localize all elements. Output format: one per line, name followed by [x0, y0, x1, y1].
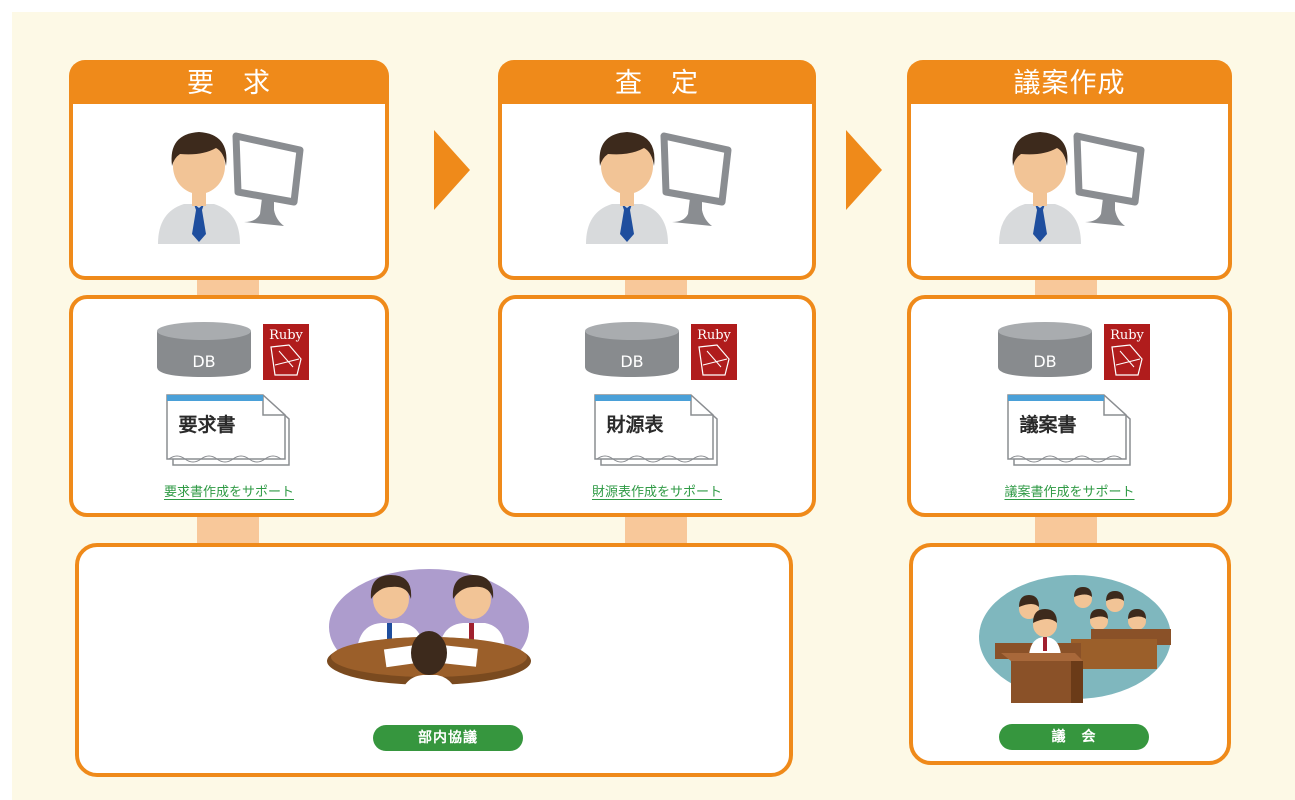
- tool-content: DB Ruby 財源表: [557, 319, 757, 489]
- meeting-icon: [319, 565, 539, 705]
- support-link[interactable]: 要求書作成をサポート: [163, 485, 294, 500]
- tool-content: DB Ruby 要求書: [129, 319, 329, 489]
- connector: [625, 514, 687, 548]
- support-tool-box: DB Ruby 要求書 要: [69, 295, 389, 517]
- ruby-logo-icon: Ruby: [691, 324, 737, 380]
- assembly-icon: [971, 569, 1181, 709]
- step-title: 査 定: [498, 60, 816, 107]
- person-at-computer-icon: [985, 126, 1155, 244]
- step-body: [498, 104, 816, 280]
- step-title: 要 求: [69, 60, 389, 107]
- database-icon: DB: [585, 322, 679, 377]
- db-label: DB: [620, 352, 643, 371]
- database-icon: DB: [997, 322, 1092, 377]
- step-arrow-icon: [434, 130, 470, 210]
- document-label: 要求書: [178, 413, 235, 436]
- document-label: 財源表: [606, 413, 664, 436]
- tool-content: DB Ruby 議案書: [970, 319, 1170, 489]
- document-label: 議案書: [1019, 413, 1076, 436]
- document-icon: 要求書: [166, 394, 290, 466]
- step-arrow-icon: [846, 130, 882, 210]
- document-icon: 議案書: [1006, 394, 1131, 466]
- connector: [1035, 514, 1097, 548]
- person-at-computer-icon: [572, 126, 742, 244]
- db-label: DB: [192, 352, 215, 371]
- assembly-box: 議 会: [909, 543, 1231, 765]
- meeting-label: 議 会: [999, 724, 1149, 750]
- person-at-computer-icon: [144, 126, 314, 244]
- support-link[interactable]: 財源表作成をサポート: [591, 485, 722, 500]
- ruby-logo-icon: Ruby: [263, 324, 309, 380]
- flow-diagram: 要 求: [12, 12, 1295, 800]
- meeting-label: 部内協議: [373, 725, 523, 751]
- step-body: [69, 104, 389, 280]
- ruby-logo-icon: Ruby: [1103, 324, 1150, 380]
- support-tool-box: DB Ruby 財源表 財源表作成をサポート: [498, 295, 816, 517]
- connector: [197, 514, 259, 548]
- svg-text:Ruby: Ruby: [1110, 328, 1144, 343]
- support-link[interactable]: 議案書作成をサポート: [1004, 485, 1135, 500]
- support-tool-box: DB Ruby 議案書 議案書作成をサポート: [907, 295, 1232, 517]
- step-body: [907, 104, 1232, 280]
- svg-text:Ruby: Ruby: [269, 328, 303, 343]
- document-icon: 財源表: [594, 394, 718, 466]
- db-label: DB: [1033, 352, 1056, 371]
- svg-text:Ruby: Ruby: [697, 328, 731, 343]
- internal-meeting-box: 部内協議: [75, 543, 793, 777]
- database-icon: DB: [157, 322, 251, 377]
- step-title: 議案作成: [907, 60, 1232, 107]
